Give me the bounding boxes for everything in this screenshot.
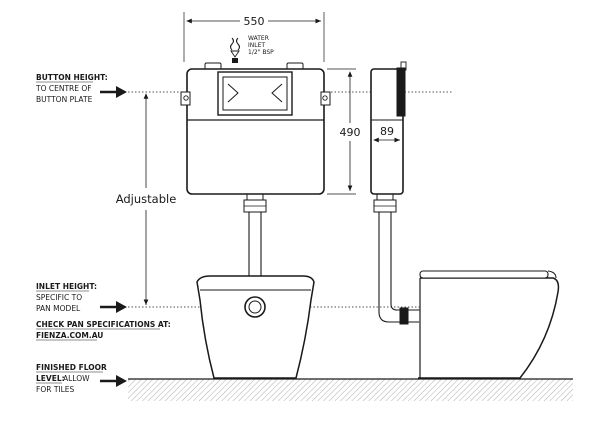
inlet-height-arrow-icon bbox=[100, 301, 127, 313]
water-inlet-line2: INLET bbox=[248, 42, 265, 49]
button-height-note: BUTTON HEIGHT: TO CENTRE OF BUTTON PLATE bbox=[35, 73, 127, 104]
water-inlet-line1: WATER bbox=[248, 35, 269, 42]
finished-floor-level: LEVEL: bbox=[36, 374, 65, 383]
water-inlet-line3: 1/2" BSP bbox=[248, 49, 274, 56]
button-height-line1: TO CENTRE OF bbox=[35, 84, 92, 93]
depth-value: 89 bbox=[380, 125, 394, 138]
inlet-height-line1: SPECIFIC TO bbox=[36, 293, 82, 302]
pan-front-view bbox=[196, 275, 315, 379]
adjustable-dimension: Adjustable bbox=[116, 93, 177, 305]
cistern-front-view bbox=[180, 62, 331, 297]
button-height-arrow-icon bbox=[100, 86, 127, 98]
water-inlet-icon bbox=[229, 37, 241, 63]
inlet-height-note: INLET HEIGHT: SPECIFIC TO PAN MODEL bbox=[36, 282, 127, 313]
depth-dimension: 89 bbox=[373, 125, 400, 143]
water-inlet: WATER INLET 1/2" BSP bbox=[229, 35, 274, 63]
finished-floor bbox=[128, 378, 573, 401]
finished-floor-line2: FOR TILES bbox=[36, 385, 75, 394]
inlet-height-title: INLET HEIGHT: bbox=[36, 282, 97, 291]
button-height-title: BUTTON HEIGHT: bbox=[36, 73, 108, 82]
finished-floor-title: FINISHED FLOOR bbox=[36, 363, 107, 372]
check-pan-line1: CHECK PAN SPECIFICATIONS AT: bbox=[36, 320, 171, 329]
check-pan-line2: FIENZA.COM.AU bbox=[36, 331, 103, 340]
height-value: 490 bbox=[340, 126, 361, 139]
floor-arrow-icon bbox=[100, 375, 127, 387]
finished-floor-note: FINISHED FLOOR LEVEL: ALLOW FOR TILES bbox=[36, 363, 127, 394]
finished-floor-allow: ALLOW bbox=[63, 374, 90, 383]
adjustable-label: Adjustable bbox=[116, 192, 177, 206]
width-dimension: 550 bbox=[183, 12, 325, 62]
width-value: 550 bbox=[244, 15, 265, 28]
button-height-line2: BUTTON PLATE bbox=[36, 95, 93, 104]
check-pan-note: CHECK PAN SPECIFICATIONS AT: FIENZA.COM.… bbox=[36, 320, 171, 341]
inlet-height-line2: PAN MODEL bbox=[36, 304, 81, 313]
pan-side-view bbox=[418, 270, 560, 379]
height-dimension: 490 bbox=[327, 68, 361, 195]
